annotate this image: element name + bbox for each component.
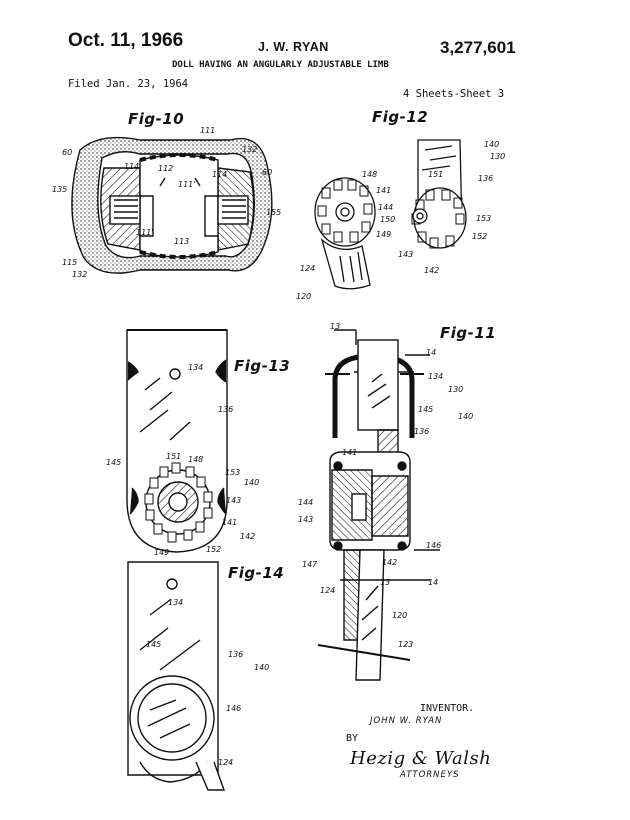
ref-numeral: 143 (226, 496, 242, 505)
ref-numeral: 60 (62, 148, 73, 157)
ref-numeral: 124 (218, 758, 234, 767)
ref-numeral: 144 (298, 498, 314, 507)
ref-numeral: 142 (424, 266, 440, 275)
figure-10-label: Fig-10 (128, 110, 185, 128)
ref-numeral: 136 (228, 650, 244, 659)
ref-numeral: 145 (106, 458, 122, 467)
ref-numeral: 134 (188, 363, 204, 372)
ref-numeral: 111 (200, 126, 216, 135)
ref-numeral: 140 (458, 412, 474, 421)
figure-11-drawing (317, 329, 440, 681)
ref-numeral: 114 (124, 162, 140, 171)
ref-numeral: 141 (342, 448, 358, 457)
ref-numeral: 143 (298, 515, 314, 524)
ref-numeral: 14 (428, 578, 439, 587)
ref-numeral: 152 (472, 232, 488, 241)
figure-14-drawing (127, 561, 225, 791)
ref-numeral: 112 (158, 164, 174, 173)
ref-numeral: 146 (426, 541, 442, 550)
ref-numeral: 136 (478, 174, 494, 183)
figure-12-label: Fig-12 (372, 108, 429, 126)
ref-numeral: 115 (62, 258, 78, 267)
ref-numeral: 120 (392, 611, 408, 620)
ref-numeral: 111' (178, 180, 196, 189)
ref-numeral: 120 (296, 292, 312, 301)
inventor-label: INVENTOR. (420, 703, 475, 714)
ref-numeral: 132 (242, 145, 258, 154)
figure-13-label: Fig-13 (234, 357, 291, 375)
ref-numeral: 134 (168, 598, 184, 607)
ref-numeral: 13 (330, 322, 341, 331)
ref-numeral: 113 (174, 237, 190, 246)
filing-date: Filed Jan. 23, 1964 (68, 78, 189, 90)
ref-numeral: 134 (428, 372, 444, 381)
ref-numeral: 146 (226, 704, 242, 713)
ref-numeral: 152 (206, 545, 222, 554)
figure-13-drawing (126, 329, 228, 553)
ref-numeral: 141 (376, 186, 392, 195)
ref-numeral: 150 (380, 215, 396, 224)
ref-numeral: 142 (382, 558, 398, 567)
patent-title: DOLL HAVING AN ANGULARLY ADJUSTABLE LIMB (172, 60, 389, 70)
sheet-count: 4 Sheets-Sheet 3 (403, 88, 505, 100)
ref-numeral: 124 (320, 586, 336, 595)
patent-date: Oct. 11, 1966 (68, 30, 184, 51)
ref-numeral: 140 (484, 140, 500, 149)
ref-numeral: 135 (52, 185, 68, 194)
ref-numeral: 148 (188, 455, 204, 464)
ref-numeral: 147 (302, 560, 318, 569)
ref-numeral: 136 (218, 405, 234, 414)
ref-numeral: 145 (146, 640, 162, 649)
ref-numeral: 153 (225, 468, 241, 477)
ref-numeral: 130 (448, 385, 464, 394)
figure-14-label: Fig-14 (228, 564, 285, 582)
inventor-name: J. W. RYAN (258, 40, 329, 54)
ref-numeral: 123 (398, 640, 414, 649)
ref-numeral: 114 (212, 170, 228, 179)
ref-numeral: 155 (266, 208, 282, 217)
ref-numeral: 132 (72, 270, 88, 279)
ref-numeral: 144 (378, 203, 394, 212)
ref-numeral: 14 (426, 348, 437, 357)
ref-numeral: 13 (380, 578, 391, 587)
ref-numeral: 136 (414, 427, 430, 436)
ref-numeral: 151 (428, 170, 444, 179)
ref-numeral: 149 (376, 230, 392, 239)
ref-numeral: 111' (136, 228, 154, 237)
attorneys-label: ATTORNEYS (400, 770, 460, 780)
ref-numeral: 124 (300, 264, 316, 273)
ref-numeral: 140 (244, 478, 260, 487)
ref-numeral: 141 (222, 518, 238, 527)
ref-numeral: 130 (490, 152, 506, 161)
ref-numeral: 145 (418, 405, 434, 414)
patent-number: 3,277,601 (440, 38, 516, 57)
figure-12-drawing (314, 139, 467, 290)
ref-numeral: 140 (254, 663, 270, 672)
figure-10-drawing (71, 136, 273, 274)
ref-numeral: 153 (476, 214, 492, 223)
figure-11-label: Fig-11 (440, 324, 497, 342)
by-label: BY (346, 733, 359, 744)
ref-numeral: 149 (154, 548, 170, 557)
ref-numeral: 148 (362, 170, 378, 179)
ref-numeral: 60 (262, 168, 273, 177)
ref-numeral: 151 (166, 452, 182, 461)
inventor-signature: JOHN W. RYAN (370, 716, 443, 726)
ref-numeral: 142 (240, 532, 256, 541)
attorney-signature: Hezig & Walsh (350, 748, 492, 769)
ref-numeral: 143 (398, 250, 414, 259)
